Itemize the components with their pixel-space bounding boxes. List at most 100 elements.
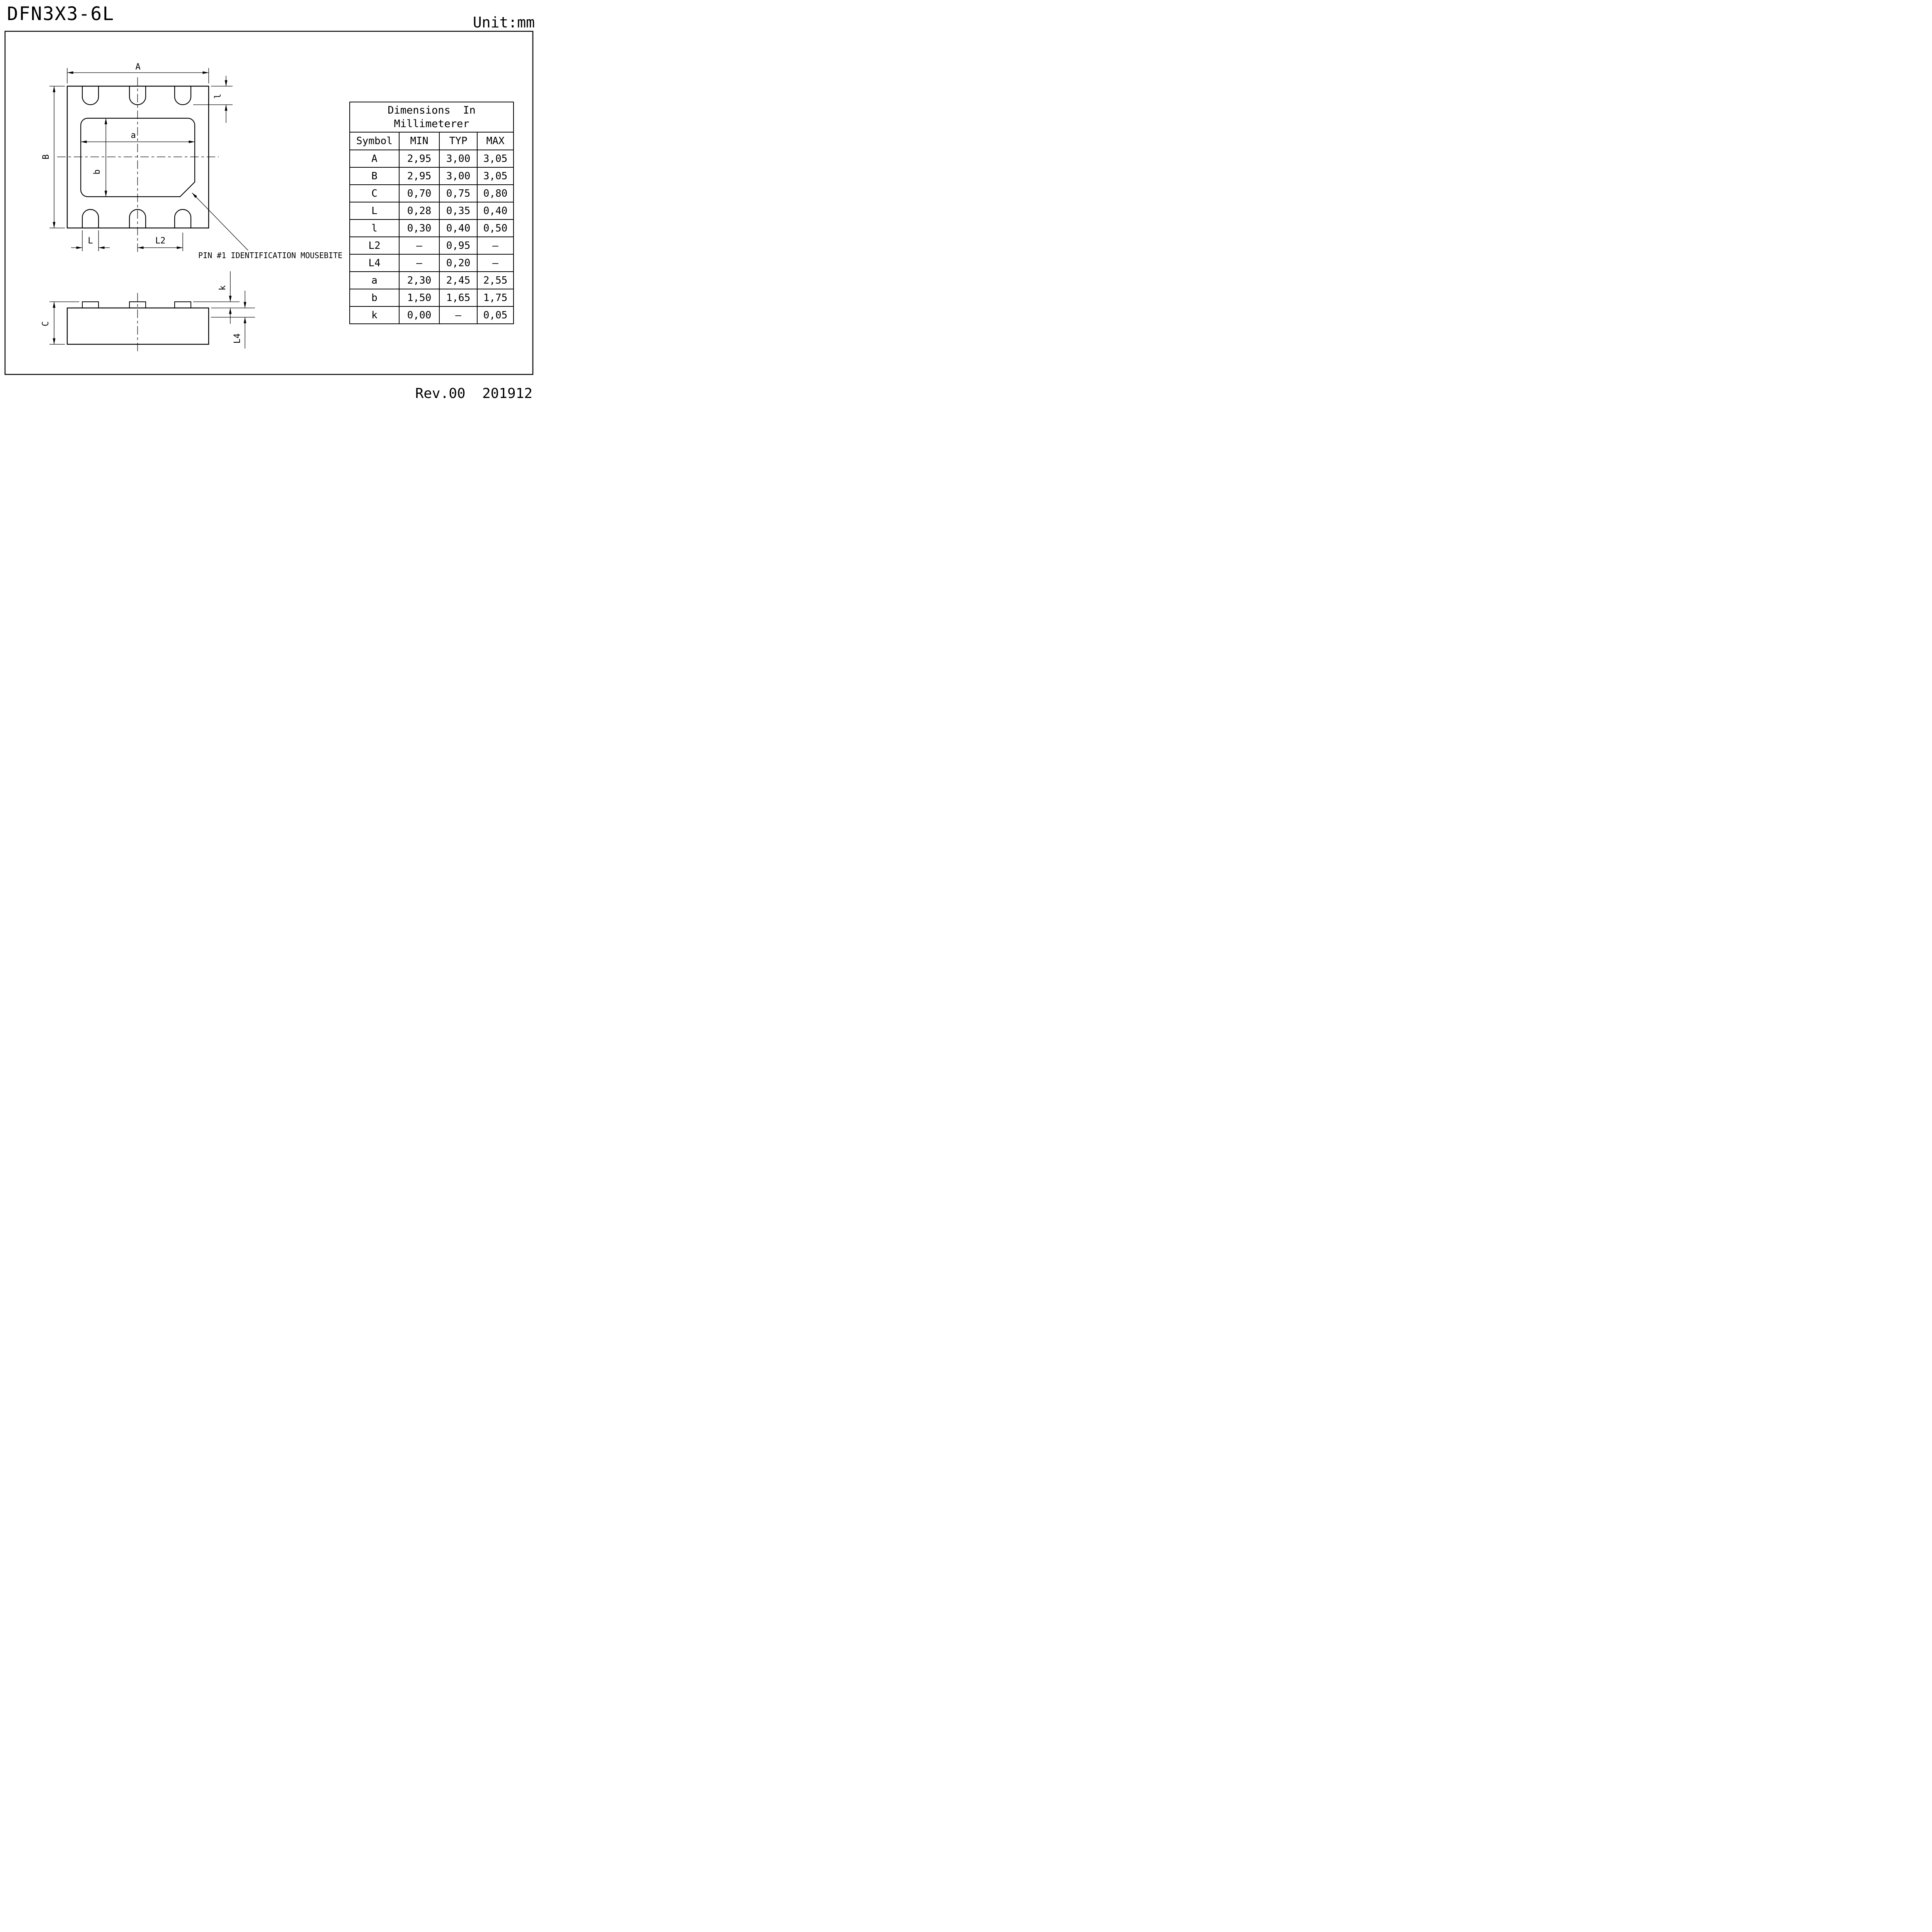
cell-symbol: L — [349, 202, 400, 220]
table-title-cell: Dimensions In Millimeterer — [349, 102, 514, 133]
dim-B-label: B — [41, 154, 51, 159]
cell-typ: 3,00 — [439, 150, 478, 168]
table-row: L 0,28 0,35 0,40 — [349, 202, 514, 220]
dim-l — [193, 76, 233, 123]
side-view — [66, 293, 209, 354]
dim-L2 — [138, 233, 183, 251]
cell-symbol: C — [349, 184, 400, 202]
cell-symbol: L2 — [349, 236, 400, 255]
dim-L-label: L — [88, 236, 93, 246]
table-title-line2: Millimeterer — [394, 118, 469, 130]
cell-min: – — [399, 254, 440, 272]
cell-max: – — [476, 236, 514, 255]
side-body — [66, 307, 209, 345]
dimensions-table: Dimensions In Millimeterer Symbol MIN TY… — [349, 102, 514, 324]
pad-top-center — [129, 86, 146, 105]
cell-symbol: a — [349, 271, 400, 289]
cell-typ: 0,75 — [439, 184, 478, 202]
pad-top-left — [82, 86, 99, 105]
cell-max: 0,50 — [476, 219, 514, 237]
cell-symbol: k — [349, 306, 400, 324]
cell-max: 0,40 — [476, 202, 514, 220]
pin1-annotation: PIN #1 IDENTIFICATION MOUSEBITE — [198, 251, 342, 260]
cell-symbol: B — [349, 167, 400, 185]
dim-k-label: k — [218, 285, 228, 290]
cell-min: 2,95 — [399, 150, 440, 168]
cell-max: – — [476, 254, 514, 272]
col-header-symbol: Symbol — [349, 132, 400, 150]
cell-min: – — [399, 236, 440, 255]
cell-max: 2,55 — [476, 271, 514, 289]
table-row: b 1,50 1,65 1,75 — [349, 289, 514, 307]
dim-A — [67, 68, 209, 83]
table-title-row: Dimensions In Millimeterer — [349, 102, 514, 133]
dim-B — [49, 86, 65, 228]
table-row: A 2,95 3,00 3,05 — [349, 150, 514, 168]
table-row: l 0,30 0,40 0,50 — [349, 219, 514, 237]
top-view — [57, 77, 219, 253]
side-pad-center — [129, 301, 146, 308]
cell-typ: 0,20 — [439, 254, 478, 272]
cell-max: 3,05 — [476, 150, 514, 168]
pad-bottom-left — [82, 209, 99, 228]
table-row: a 2,30 2,45 2,55 — [349, 271, 514, 289]
cell-max: 0,80 — [476, 184, 514, 202]
cell-typ: 1,65 — [439, 289, 478, 307]
side-pad-right — [174, 301, 191, 308]
side-pad-left — [82, 301, 99, 308]
pin1-leader — [192, 192, 248, 251]
package-outline — [66, 85, 209, 229]
cell-min: 1,50 — [399, 289, 440, 307]
cell-max: 3,05 — [476, 167, 514, 185]
cell-min: 0,28 — [399, 202, 440, 220]
dim-b-label: b — [92, 169, 102, 174]
cell-min: 2,30 — [399, 271, 440, 289]
pad-bottom-right — [174, 209, 192, 228]
dim-C-label: C — [41, 321, 51, 326]
dim-L — [71, 230, 110, 251]
pad-top-right — [174, 86, 192, 105]
unit-label: Unit:mm — [473, 14, 535, 31]
dim-L4 — [211, 291, 255, 349]
revision-label: Rev.00 201912 — [415, 386, 532, 401]
col-header-min: MIN — [399, 132, 440, 150]
package-drawing: A B a b l L L2 PIN #1 IDENTIFICATION MOU… — [4, 31, 534, 375]
cell-min: 2,95 — [399, 167, 440, 185]
cell-typ: 2,45 — [439, 271, 478, 289]
exposed-pad-mousebite — [80, 117, 196, 197]
dim-l-label: l — [213, 94, 223, 99]
table-row: C 0,70 0,75 0,80 — [349, 184, 514, 202]
cell-typ: 0,95 — [439, 236, 478, 255]
cell-min: 0,30 — [399, 219, 440, 237]
cell-typ: – — [439, 306, 478, 324]
dim-k — [193, 271, 255, 324]
dim-a-label: a — [131, 131, 136, 140]
cell-symbol: A — [349, 150, 400, 168]
pad-bottom-center — [129, 209, 146, 228]
cell-min: 0,00 — [399, 306, 440, 324]
dim-A-label: A — [135, 62, 140, 72]
col-header-max: MAX — [476, 132, 514, 150]
cell-typ: 3,00 — [439, 167, 478, 185]
dim-C — [49, 301, 79, 345]
col-header-typ: TYP — [439, 132, 478, 150]
cell-max: 1,75 — [476, 289, 514, 307]
drawing-sheet: DFN3X3-6L Unit:mm — [0, 0, 538, 405]
cell-symbol: l — [349, 219, 400, 237]
table-row: L4 – 0,20 – — [349, 254, 514, 272]
dim-L2-label: L2 — [155, 236, 166, 246]
cell-symbol: b — [349, 289, 400, 307]
sheet-border — [4, 31, 534, 375]
table-row: k 0,00 – 0,05 — [349, 306, 514, 324]
cell-max: 0,05 — [476, 306, 514, 324]
cell-min: 0,70 — [399, 184, 440, 202]
table-title-line1: Dimensions In — [388, 104, 476, 116]
cell-typ: 0,40 — [439, 219, 478, 237]
table-row: L2 – 0,95 – — [349, 236, 514, 255]
cell-typ: 0,35 — [439, 202, 478, 220]
table-header-row: Symbol MIN TYP MAX — [349, 132, 514, 150]
table-row: B 2,95 3,00 3,05 — [349, 167, 514, 185]
dim-L4-label: L4 — [233, 333, 242, 344]
cell-symbol: L4 — [349, 254, 400, 272]
package-title: DFN3X3-6L — [7, 3, 115, 25]
